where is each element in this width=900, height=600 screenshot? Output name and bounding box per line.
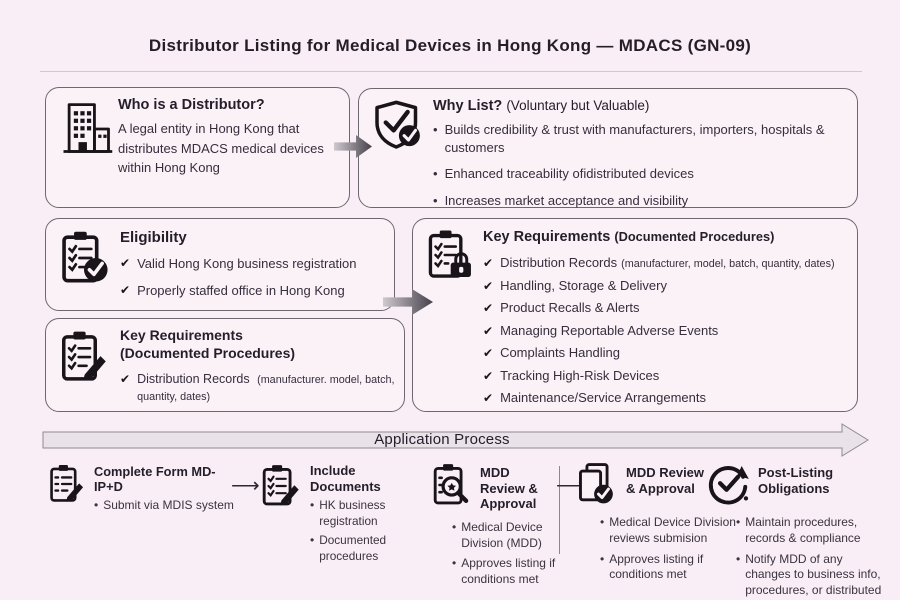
clipboard-check-icon: [55, 229, 113, 287]
requirement-item: ✔Distribution Records(manufacturer, mode…: [483, 255, 835, 270]
arrow-right-icon: ⟶: [231, 475, 260, 497]
step-bullet: •Medical Device Division reviews submisi…: [600, 515, 736, 545]
step-bullet: •Medical Device Division (MDD): [452, 519, 543, 550]
requirement-text: Distribution Records: [137, 372, 250, 386]
bullet-icon: •: [600, 551, 605, 566]
check-icon: ✔: [483, 391, 494, 405]
bullet-icon: •: [736, 515, 741, 529]
process-step-post-listing: Post-Listing Obligations •Maintain proce…: [704, 461, 896, 599]
check-icon: ✔: [120, 372, 131, 386]
process-step-mdd-review: MDD Review & Approval •Medical Device Di…: [428, 461, 555, 588]
clipboard-lock-icon: [422, 228, 476, 282]
process-step-mdd-approval: MDD Review & Approval •Medical Device Di…: [574, 461, 736, 583]
box-title: Eligibility: [120, 229, 187, 246]
check-icon: ✔: [483, 301, 494, 315]
eligibility-item: ✔Valid Hong Kong business registration: [120, 256, 357, 271]
bullet-icon: •: [310, 533, 315, 548]
process-step-complete-form: Complete Form MD-IP+D •Submit via MDIS s…: [45, 461, 241, 514]
step-bullet: •HK business registration: [310, 498, 386, 528]
step-bullet: •Submit via MDIS system: [94, 497, 234, 512]
eligibility-item: ✔Properly staffed office in Hong Kong: [120, 282, 345, 298]
clipboard-pencil-icon: [45, 461, 87, 514]
check-icon: ✔: [120, 256, 131, 270]
step-title: Complete Form MD-IP+D: [94, 464, 216, 495]
box-title: Key Requirements(Documented Procedures): [120, 327, 296, 361]
step-title: Post-Listing Obligations: [758, 465, 834, 496]
shield-check-icon: [370, 98, 426, 154]
bullet-icon: •: [452, 519, 457, 534]
check-icon: ✔: [483, 346, 494, 360]
check-icon: ✔: [483, 278, 494, 293]
step-bullet: •Notify MDD of any changes to business i…: [736, 551, 882, 598]
clipboard-pencil-icon: [55, 329, 111, 385]
bullet-icon: •: [452, 556, 457, 571]
step-title: Include Documents: [310, 463, 381, 494]
benefit-list: •Builds credibility & trust with manufac…: [433, 121, 845, 210]
who-is-distributor-box: Who is a Distributor? A legal entity in …: [45, 87, 350, 208]
clipboard-search-icon: [428, 461, 474, 509]
box-title: Who is a Distributor?: [118, 97, 265, 113]
step-bullet: •Approves listing if conditions met: [452, 556, 556, 587]
requirement-item: ✔Complaints Handling: [483, 345, 621, 360]
requirement-item: ✔Handling, Storage & Delivery: [483, 277, 667, 293]
bullet-icon: •: [94, 497, 99, 512]
bullet-icon: •: [433, 166, 438, 182]
box-title: Why List? (Voluntary but Valuable): [433, 98, 650, 114]
bullet-icon: •: [736, 551, 741, 566]
eligibility-box: Eligibility ✔Valid Hong Kong business re…: [45, 218, 395, 311]
bullet-icon: •: [310, 498, 315, 513]
check-icon: ✔: [483, 256, 494, 270]
list-item: •Increases market acceptance and visibil…: [433, 192, 845, 210]
list-item: •Builds credibility & trust with manufac…: [433, 121, 845, 157]
requirement-list: ✔Distribution Records(manufacturer, mode…: [483, 255, 853, 413]
step-bullet: •Maintain procedures, records & complian…: [736, 515, 861, 545]
clipboard-check-icon: [257, 461, 303, 564]
requirement-note: (manufacturer. model, batch, quantity, d…: [137, 374, 395, 403]
arrow-right-icon: ⟶: [556, 475, 585, 497]
bullet-icon: •: [600, 515, 605, 529]
step-divider: [559, 466, 560, 554]
step-title: MDD Review & Approval: [480, 465, 538, 512]
requirement-item: ✔Product Recalls & Alerts: [483, 300, 640, 315]
key-requirements-large-box: Key Requirements (Documented Procedures)…: [412, 218, 858, 412]
bullet-icon: •: [433, 192, 438, 208]
requirement-item: ✔Maintenance/Service Arrangements: [483, 390, 707, 405]
process-step-include-documents: Include Documents •HK business registrat…: [257, 461, 423, 564]
box-title: Key Requirements (Documented Procedures): [483, 229, 775, 245]
requirement-item: ✔Managing Reportable Adverse Events: [483, 322, 719, 338]
check-icon: ✔: [120, 282, 131, 297]
title-divider: [40, 71, 862, 72]
step-bullet: •Documented procedures: [310, 533, 387, 563]
application-process-banner: Application Process: [42, 423, 870, 457]
box-body: A legal entity in Hong Kong that distrib…: [118, 121, 324, 175]
banner-arrow-shape: [42, 423, 869, 457]
why-list-box: Why List? (Voluntary but Valuable) •Buil…: [358, 88, 858, 208]
check-icon: ✔: [483, 368, 494, 383]
document-check-icon: [574, 461, 620, 507]
banner-label: Application Process: [374, 431, 510, 448]
box-subtitle: (Voluntary but Valuable): [506, 98, 650, 113]
step-bullet: •Approves listing if conditions met: [600, 551, 704, 582]
requirement-item: ✔ Distribution Records (manufacturer. mo…: [120, 371, 396, 405]
list-item: •Enhanced traceability ofidistributed de…: [433, 165, 845, 183]
step-title: MDD Review & Approval: [626, 465, 705, 496]
requirement-item: ✔Tracking High-Risk Devices: [483, 367, 660, 383]
building-icon: [56, 98, 116, 160]
check-icon: ✔: [483, 323, 494, 338]
key-requirements-small-box: Key Requirements(Documented Procedures) …: [45, 318, 405, 412]
bullet-icon: •: [433, 122, 438, 137]
page-title: Distributor Listing for Medical Devices …: [148, 36, 752, 55]
refresh-check-icon: [704, 461, 752, 507]
